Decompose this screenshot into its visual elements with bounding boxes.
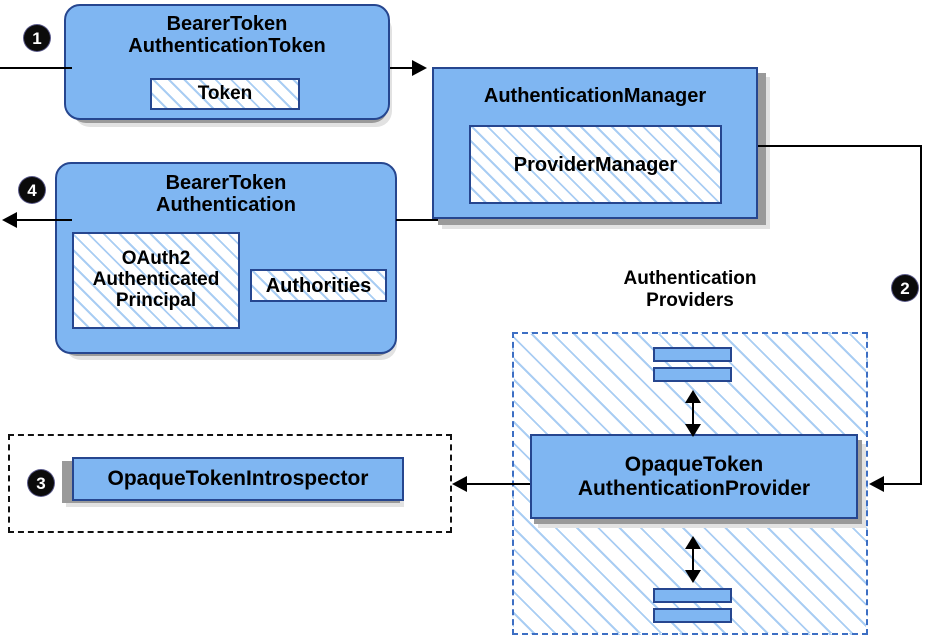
- provider-double-arrow-top-line: [692, 396, 694, 430]
- connector-auth-manager-to-bearer-auth: [396, 219, 438, 221]
- arrowhead-to-introspector: [452, 476, 467, 492]
- bearer-token-authentication-token-title-line1: BearerToken: [166, 13, 288, 35]
- provider-double-arrow-top-down: [685, 424, 701, 437]
- authentication-providers-label-line1: Authentication: [623, 268, 757, 289]
- provider-double-arrow-bottom-down: [685, 570, 701, 583]
- opaque-token-authentication-provider-title-line2: AuthenticationProvider: [577, 476, 811, 500]
- connector-provider-to-introspector: [467, 483, 530, 485]
- oauth2-principal-line1: OAuth2: [121, 248, 191, 270]
- inner-authorities-label: Authorities: [265, 274, 372, 297]
- provider-double-arrow-top-up: [685, 390, 701, 403]
- provider-double-arrow-bottom-up: [685, 536, 701, 549]
- provider-stack-bar-top-1: [653, 347, 732, 362]
- inner-token-label: Token: [197, 82, 253, 104]
- authentication-providers-label-line2: Providers: [646, 289, 734, 311]
- bearer-token-authentication-title-line1: BearerToken: [165, 172, 287, 194]
- step-marker-1: 1: [24, 25, 50, 51]
- provider-stack-bar-bottom-2: [653, 608, 732, 623]
- step-marker-3: 3: [28, 470, 54, 496]
- arrowhead-to-opaque-token-provider: [869, 476, 884, 492]
- opaque-token-introspector-container: [8, 434, 452, 533]
- opaque-token-authentication-provider-title-line1: OpaqueToken: [624, 452, 764, 476]
- connector-right-vertical: [920, 145, 922, 483]
- oauth2-principal-line2: Authenticated: [92, 269, 220, 291]
- connector-token-to-auth-manager: [390, 67, 414, 69]
- connector-right-to-provider: [884, 483, 922, 485]
- arrowhead-response-out: [2, 212, 17, 228]
- connector-bearer-auth-out: [17, 219, 72, 221]
- bearer-token-authentication-title-line2: Authentication: [156, 194, 296, 217]
- authentication-providers-group-label: Authentication Providers: [560, 268, 820, 312]
- inner-authorities-box[interactable]: Authorities: [250, 269, 387, 302]
- step-marker-2: 2: [892, 275, 918, 301]
- inner-oauth2-authenticated-principal-box[interactable]: OAuth2 Authenticated Principal: [72, 232, 240, 329]
- node-opaque-token-authentication-provider[interactable]: OpaqueToken AuthenticationProvider: [530, 434, 858, 519]
- arrowhead-token-to-auth-manager: [412, 60, 427, 76]
- inner-provider-manager-label: ProviderManager: [513, 153, 678, 176]
- inner-token-box[interactable]: Token: [150, 78, 300, 110]
- inner-provider-manager-box[interactable]: ProviderManager: [469, 125, 722, 204]
- node-opaque-token-introspector[interactable]: OpaqueTokenIntrospector: [72, 457, 404, 501]
- provider-stack-bar-bottom-1: [653, 588, 732, 603]
- connector-auth-manager-right: [758, 145, 922, 147]
- provider-stack-bar-top-2: [653, 367, 732, 382]
- oauth2-principal-line3: Principal: [115, 289, 197, 311]
- step-marker-4: 4: [19, 177, 45, 203]
- authentication-manager-title: AuthenticationManager: [483, 85, 707, 107]
- provider-double-arrow-bottom-line: [692, 542, 694, 576]
- bearer-token-authentication-token-title-line2: AuthenticationToken: [128, 35, 326, 58]
- opaque-token-introspector-title: OpaqueTokenIntrospector: [107, 467, 369, 491]
- connector-in-to-bearer-token: [0, 67, 72, 69]
